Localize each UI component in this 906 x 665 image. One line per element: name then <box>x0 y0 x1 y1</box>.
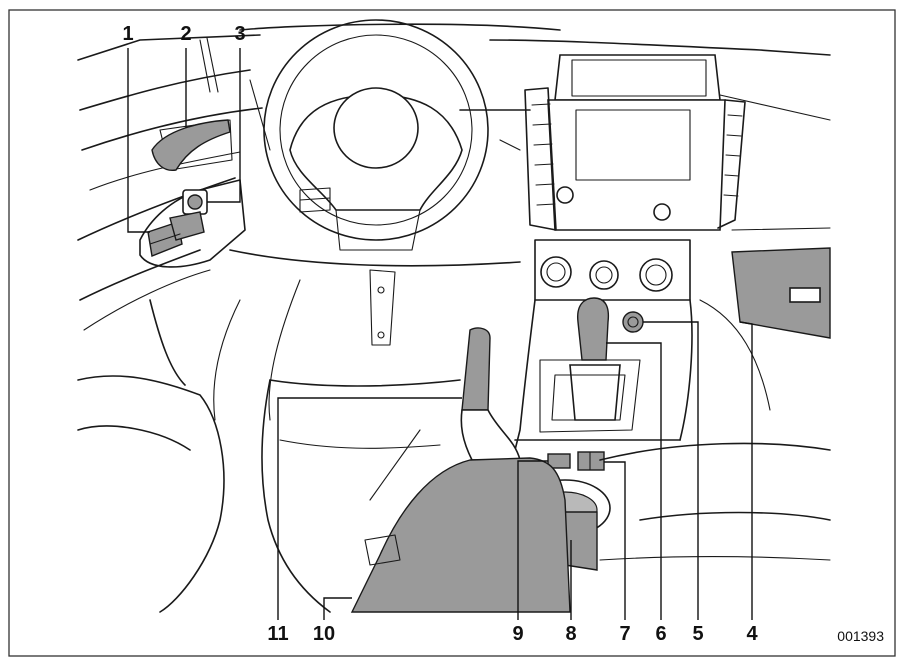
window-switches <box>147 211 205 257</box>
push-start-button <box>622 311 644 333</box>
climate-controls <box>534 239 691 301</box>
callout-7: 7 <box>619 623 630 645</box>
mirror-control <box>182 189 208 215</box>
callout-11: 11 <box>267 623 288 645</box>
figure-border <box>8 9 896 657</box>
callout-4: 4 <box>746 623 758 645</box>
callout-1: 1 <box>122 23 133 45</box>
gear-selector <box>569 297 621 421</box>
armrest <box>350 457 571 613</box>
callout-2: 2 <box>180 23 191 45</box>
seats-floor <box>77 269 831 613</box>
callout-8: 8 <box>565 623 576 645</box>
glove-box <box>731 227 831 339</box>
door-panel <box>77 34 263 331</box>
callout-6: 6 <box>655 623 666 645</box>
steering-wheel <box>263 19 489 251</box>
center-stack <box>524 54 746 231</box>
callout-5: 5 <box>692 623 703 645</box>
leader-lines <box>127 48 753 620</box>
console-switches <box>547 451 605 471</box>
dashboard <box>229 23 831 267</box>
figure-code: 001393 <box>837 628 884 644</box>
callout-9: 9 <box>512 623 523 645</box>
callout-10: 10 <box>313 623 335 645</box>
door-grip <box>151 119 231 172</box>
parking-brake <box>460 327 522 461</box>
center-console <box>509 299 771 471</box>
callout-3: 3 <box>234 23 245 45</box>
